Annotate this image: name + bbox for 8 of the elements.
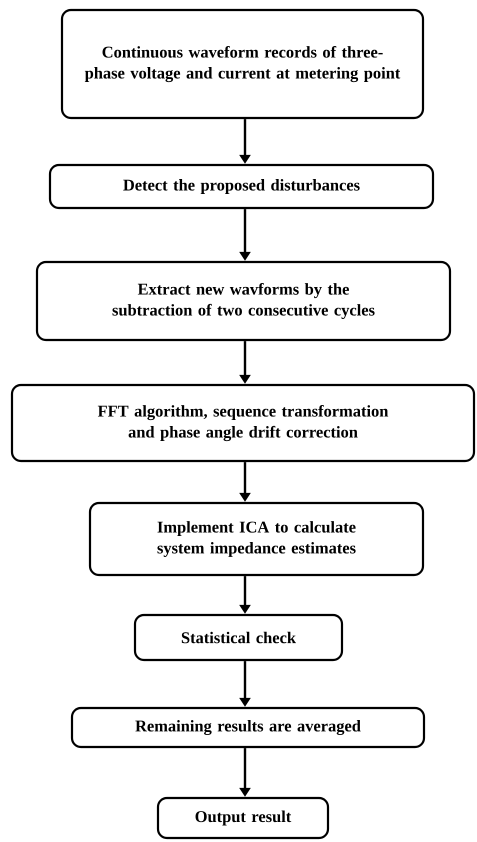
process-box: Continuous waveform records of three-phase voltage and current at metering point bbox=[60, 8, 424, 120]
process-box: Statistical check bbox=[134, 614, 344, 662]
process-box: Extract new wavforms by the subtraction of two consecutive cycles bbox=[36, 260, 452, 342]
process-box: Implement ICA to calculate system impedance estimates bbox=[88, 502, 424, 576]
process-box: Remaining results are averaged bbox=[70, 706, 426, 748]
process-box: Output result bbox=[156, 796, 330, 840]
process-box: FFT algorithm, sequence transformation and phase angle drift correction bbox=[10, 384, 476, 462]
process-box: Detect the proposed disturbances bbox=[48, 164, 434, 210]
